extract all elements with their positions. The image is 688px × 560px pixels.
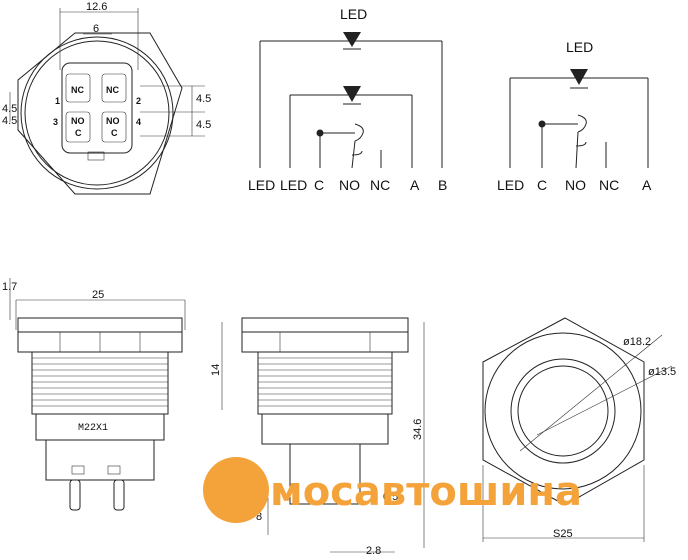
terminal-nc-left: NC	[71, 85, 84, 95]
pin-no-single: NO	[565, 177, 586, 193]
side-view-2: 14 34.6 2.8 8 0.5	[210, 317, 425, 557]
pin-led-single: LED	[497, 177, 524, 193]
pin-a: A	[410, 177, 420, 193]
front-hex	[482, 317, 645, 506]
dim-d-13-5: ø13.5	[648, 366, 676, 378]
terminal-num-4: 4	[136, 117, 141, 127]
terminal-num-2: 2	[136, 96, 141, 106]
dim-34-6: 34.6	[412, 419, 424, 440]
led-title-single: LED	[566, 39, 593, 55]
dim-4-5-left-b: 4.5	[2, 115, 17, 127]
pin-led-1: LED	[248, 177, 275, 193]
dim-0-5: 0.5	[383, 491, 398, 503]
pin-led-2: LED	[280, 177, 307, 193]
pin-nc-single: NC	[599, 177, 619, 193]
terminal-nc-right: NC	[106, 85, 119, 95]
inner-ring	[24, 40, 170, 186]
terminal-num-3: 3	[53, 117, 58, 127]
led-diode-2	[343, 86, 361, 102]
dim-d-18-2: ø18.2	[623, 336, 651, 348]
watermark-circle	[203, 457, 269, 523]
led-title-bicolor: LED	[340, 6, 367, 22]
bezel	[17, 317, 183, 333]
dim-2-8: 2.8	[366, 545, 381, 557]
terminal-c-right: C	[111, 128, 118, 138]
dim-25: 25	[92, 289, 104, 301]
pin-no: NO	[339, 177, 360, 193]
dim-14: 14	[210, 364, 222, 376]
dim-4-5-left-a: 4.5	[2, 103, 17, 115]
pin-c-single: C	[537, 177, 547, 193]
thread-body	[31, 351, 169, 415]
side-view-1: 25 1.7 M22X1	[2, 278, 186, 511]
pin-b: B	[438, 177, 447, 193]
terminal-no-left: NO	[71, 116, 85, 126]
terminal-no-right: NO	[106, 116, 120, 126]
thread-label: M22X1	[78, 423, 108, 434]
terminal-num-1: 1	[55, 96, 60, 106]
dim-1-7: 1.7	[2, 281, 17, 293]
watermark-logo: мосавтошина	[203, 457, 582, 523]
terminal-block	[61, 62, 133, 154]
outer-ring	[20, 36, 174, 190]
schematic-single: LED LED C NO NC A	[497, 39, 652, 193]
pin-a-single: A	[642, 177, 652, 193]
front-outer-circle	[484, 332, 642, 490]
watermark-text: мосавтошина	[270, 469, 582, 515]
dim-s25: S25	[553, 528, 573, 540]
dim-12-6: 12.6	[86, 1, 107, 13]
terminal-housing	[45, 439, 155, 481]
hex-nut-outline	[17, 32, 183, 195]
pin-nc: NC	[370, 177, 390, 193]
pin-c: C	[314, 177, 324, 193]
top-view: NC NC NO NO C C 1 2 3 4 12.6 6 4.5 4.5 4…	[2, 1, 211, 195]
front-lens	[517, 365, 609, 457]
front-view: ø18.2 ø13.5 S25	[482, 317, 676, 542]
dim-8: 8	[256, 511, 262, 523]
led-diode-single	[570, 69, 588, 85]
dim-4-5-right-b: 4.5	[196, 119, 211, 131]
schematic-bicolor: LED LED LED C NO NC A B	[248, 6, 447, 193]
dim-6: 6	[93, 23, 99, 35]
front-ring	[510, 358, 616, 464]
dim-4-5-right-a: 4.5	[196, 93, 211, 105]
terminal-c-left: C	[75, 128, 82, 138]
